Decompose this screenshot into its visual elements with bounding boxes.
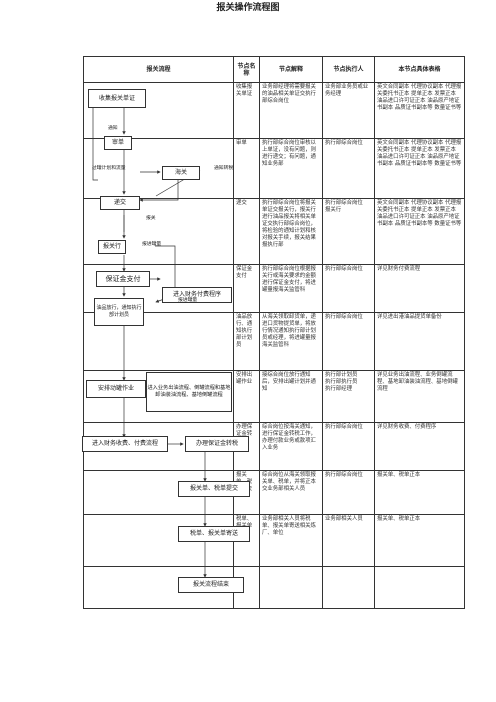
header-explain: 节点解释 [259, 56, 323, 83]
node-explain: 执行部综合岗位审核以上单证，没有问题，则进行递交；有问题，通知业务部 [259, 138, 323, 199]
node-forms: 报关单、税单正本 [374, 514, 465, 567]
label-plan: 过罐计划和流量 [92, 166, 126, 171]
flow-node-mail: 税单、报关单寄送 [178, 526, 250, 542]
node-forms: 详见财务付费流程 [374, 264, 465, 313]
node-exec: 执行部综合岗位 [322, 470, 375, 515]
flow-node-review: 审单 [104, 136, 132, 150]
flow-node-customs: 海关 [162, 166, 200, 180]
node-name: 油品放行、通知执行部计划员 [233, 312, 260, 371]
flow-node-payflow: 进入财务付费程序 [162, 287, 232, 303]
flow-node-submit: 递交 [100, 196, 140, 210]
label-inqty: 报进罐量 [142, 242, 162, 247]
node-explain: 执行部综合岗位根据报关行或海关要求的金额进行保证金支付，将进罐量报海关监管科 [259, 264, 323, 313]
node-name: 安排出罐作业 [233, 370, 260, 423]
label-notify: 通知 [108, 126, 118, 131]
node-explain: 业务部经理将需要报关的油品相关单证交执行部综合岗位 [259, 82, 323, 139]
flow-node-taxswap: 办理保证金转税 [185, 436, 249, 452]
label-inqty2: 报进罐量 [178, 298, 198, 303]
flow-node-tank: 安排动罐作业 [86, 380, 146, 398]
label-notify2: 通知转税 [214, 166, 234, 171]
page-title: 报关操作流程图 [216, 3, 280, 13]
label-customs: 报关 [146, 216, 156, 221]
node-explain: 从海关领取卸货单，递进口货物提货单，将放行情况通知执行部计划员或经理，将进罐量报… [259, 312, 323, 371]
flow-node-deposit: 保证金支付 [96, 271, 150, 287]
flow-node-submitdocs: 报关单、税单提交 [178, 481, 250, 497]
node-forms: 详见进出港油品提货单备份 [374, 312, 465, 371]
node-forms: 报关单、税单正本 [374, 470, 465, 515]
node-name: 保证金支付 [233, 264, 260, 313]
node-forms: 英文合同副本 代理协议副本 代理报关委托书正本 提单正本 发票正本 油品进口许可… [374, 138, 465, 199]
node-explain: 业务部相关人员将税单、报关单寄送相关炼厂、单位 [259, 514, 323, 567]
table-row: 审单 执行部综合岗位审核以上单证，没有问题，则进行递交；有问题，通知业务部 执行… [83, 138, 465, 199]
flow-node-broker: 报关行 [98, 240, 126, 254]
flow-node-collect: 收集报关单证 [88, 89, 146, 108]
table-row: 递交 执行部综合岗位将报关单证交报关行，报关行进行油品报关将相关单证交执行部综合… [83, 198, 465, 265]
table-row: 收集报关单证 业务部经理将需要报关的油品相关单证交执行部综合岗位 业务部业务员或… [83, 82, 465, 139]
node-forms: 英文合同副本 代理协议副本 代理报关委托书正本 提单正本 发票正本 油品进口许可… [374, 82, 465, 139]
node-forms: 详见业务出油流程、业务倒罐流程、基地卸油装油流程、基地倒罐流程 [374, 370, 465, 423]
node-forms: 英文合同副本 代理协议副本 代理报关委托书正本 提单正本 发票正本 油品进口许可… [374, 198, 465, 265]
node-exec: 执行部综合岗位 [322, 264, 375, 313]
flow-node-release: 油品放行，通知执行部计划员 [94, 298, 144, 326]
flow-node-end: 报关流程结束 [178, 577, 244, 593]
node-explain: 综合岗位从海关领取报关单、税单，并将正本交业务部相关人员 [259, 470, 323, 515]
flow-node-finflow: 进入财务收费、付费流程 [82, 436, 168, 452]
flow-node-tankflows: 进入业务出油流程、倒罐流程和基地卸油装油流程、基地倒罐流程 [146, 372, 232, 412]
node-exec: 执行部计划员 执行部执行员 执行部经理 [322, 370, 375, 423]
table-row: 油品放行、通知执行部计划员 从海关领取卸货单，递进口货物提货单，将放行情况通知执… [83, 312, 465, 371]
node-exec: 执行部综合岗位 报关行 [322, 198, 375, 265]
